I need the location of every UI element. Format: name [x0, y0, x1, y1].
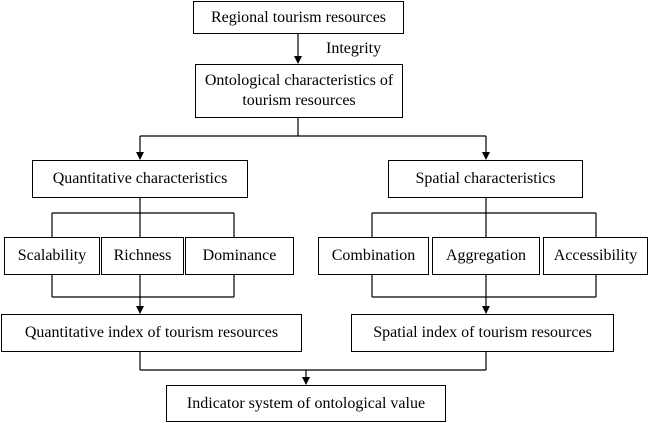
regional-tourism-resources-label: Regional tourism resources — [210, 8, 387, 26]
spatial-index-label: Spatial index of tourism resources — [373, 324, 592, 341]
combination-box: Combination — [318, 237, 429, 275]
spatial-characteristics-label: Spatial characteristics — [415, 170, 556, 187]
ontological-characteristics-box: Ontological characteristics of tourism r… — [195, 64, 403, 118]
quantitative-index-label: Quantitative index of tourism resources — [24, 324, 279, 341]
ontological-characteristics-label-line1: Ontological characteristics of — [204, 72, 394, 89]
ontological-characteristics-label-line2: tourism resources — [242, 92, 356, 109]
quantitative-characteristics-box: Quantitative characteristics — [32, 160, 248, 198]
quantitative-characteristics-label: Quantitative characteristics — [52, 170, 228, 187]
regional-tourism-resources-box: Regional tourism resources — [193, 1, 404, 34]
dominance-box: Dominance — [185, 237, 294, 275]
aggregation-label: Aggregation — [446, 247, 526, 264]
richness-box: Richness — [101, 237, 184, 275]
scalability-label: Scalability — [17, 247, 87, 264]
aggregation-box: Aggregation — [432, 237, 540, 275]
combination-label: Combination — [331, 247, 416, 264]
integrity-label: Integrity — [326, 40, 382, 57]
dominance-label: Dominance — [202, 247, 277, 264]
indicator-system-box: Indicator system of ontological value — [166, 385, 446, 422]
spatial-index-box: Spatial index of tourism resources — [351, 314, 614, 352]
accessibility-box: Accessibility — [543, 237, 648, 275]
accessibility-label: Accessibility — [553, 247, 638, 264]
scalability-box: Scalability — [4, 237, 100, 275]
spatial-characteristics-box: Spatial characteristics — [388, 160, 583, 198]
indicator-system-label: Indicator system of ontological value — [186, 394, 426, 412]
quantitative-index-box: Quantitative index of tourism resources — [1, 314, 302, 352]
richness-label: Richness — [113, 247, 172, 264]
